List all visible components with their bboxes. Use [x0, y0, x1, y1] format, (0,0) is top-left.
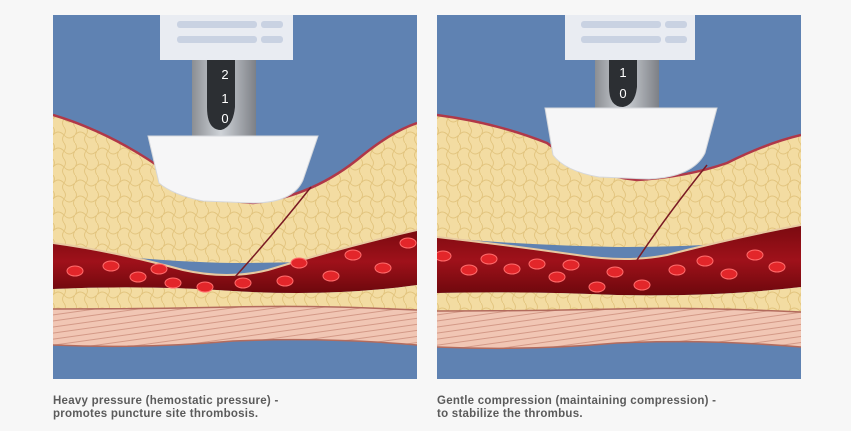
heavy-pressure-illustration: 2 1 0 [53, 15, 417, 379]
muscle-layer [437, 308, 801, 349]
caption-line: promotes puncture site thrombosis. [53, 408, 259, 420]
scale-mark-0: 0 [221, 111, 228, 126]
scale-mark-1: 1 [221, 91, 228, 106]
scale-mark-0: 0 [619, 86, 626, 101]
pressure-shaft: 1 0 [595, 60, 659, 110]
subcutaneous-fat [437, 115, 801, 247]
pressure-pad [147, 135, 319, 204]
scale-mark-1: 1 [619, 65, 626, 80]
deep-fat-band [437, 287, 801, 312]
puncture-track [234, 186, 312, 278]
caption-line: Gentle compression (maintaining compress… [437, 395, 717, 407]
pressure-shaft: 2 1 0 [192, 60, 256, 145]
scale-mark-2: 2 [221, 67, 228, 82]
deep-fat-band [53, 285, 417, 310]
caption-heavy-pressure: Heavy pressure (hemostatic pressure) - p… [53, 395, 433, 421]
blood-vessel [437, 225, 801, 296]
puncture-track [636, 164, 708, 261]
pressure-pad [544, 107, 718, 180]
muscle-layer [53, 306, 417, 347]
device-head [565, 15, 695, 60]
gentle-compression-illustration: 1 0 [437, 15, 801, 379]
red-blood-cells [437, 249, 786, 293]
caption-line: to stabilize the thrombus. [437, 408, 583, 420]
device-head [160, 15, 293, 60]
caption-line: Heavy pressure (hemostatic pressure) - [53, 395, 279, 407]
subcutaneous-fat [53, 115, 417, 263]
caption-gentle-compression: Gentle compression (maintaining compress… [437, 395, 817, 421]
red-blood-cells [66, 237, 417, 293]
